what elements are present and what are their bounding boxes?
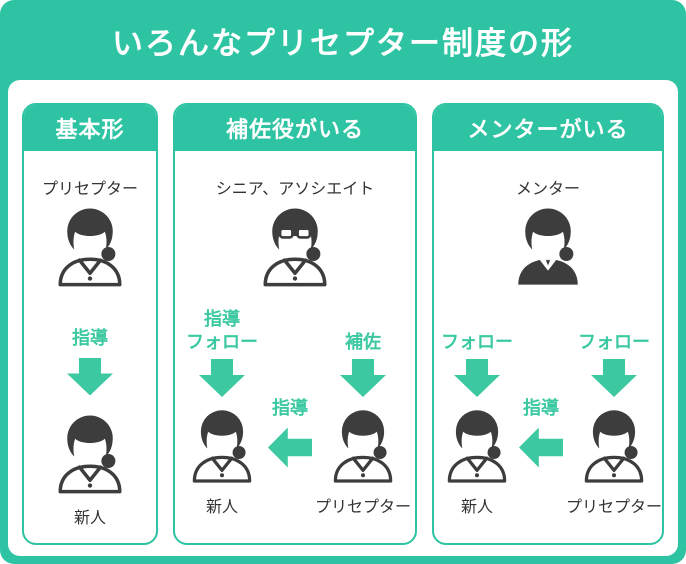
panel-basic-body: プリセプター 指導 新人	[24, 151, 156, 543]
newcomer-label: 新人	[73, 509, 106, 527]
senior-associate-glasses-icon	[253, 205, 337, 289]
panel-assistant-body: シニア、アソシエイト 指導 フォロー 新人 指導	[175, 151, 415, 543]
preceptor-woman-icon	[575, 407, 653, 485]
follow-down-arrow-right-icon	[591, 359, 637, 397]
guidance-left-arrow-icon	[519, 427, 563, 468]
newcomer-label: 新人	[460, 499, 493, 516]
panel-basic-header: 基本形	[24, 105, 156, 151]
guidance-label: 指導	[72, 328, 108, 348]
guidance-label: 指導	[523, 398, 559, 418]
preceptor-label: プリセプター	[314, 499, 411, 516]
preceptor-woman-icon	[324, 407, 402, 485]
newcomer-woman-icon	[438, 407, 516, 485]
preceptor-label: プリセプター	[566, 499, 663, 516]
assist-label: 補佐	[344, 331, 381, 352]
assistant-right-column: 補佐 プリセプター	[315, 305, 411, 517]
assistant-middle-column: 指導	[265, 305, 315, 517]
mentor-right-column: フォロー プリセプター	[566, 305, 662, 517]
assistant-flow-row: 指導 フォロー 新人 指導 補佐	[175, 305, 415, 517]
senior-associate-label: シニア、アソシエイト	[215, 181, 375, 198]
follow-label-right: フォロー	[578, 331, 650, 352]
newcomer-woman-icon	[48, 412, 132, 496]
newcomer-woman-icon	[183, 407, 261, 485]
panel-assistant: 補佐役がいる シニア、アソシエイト 指導 フォロー 新人 指	[173, 103, 417, 545]
panel-mentor-body: メンター フォロー 新人 指導	[434, 151, 662, 543]
assistant-left-column: 指導 フォロー 新人	[179, 305, 265, 517]
panel-mentor-header: メンターがいる	[434, 105, 662, 151]
guidance-label: 指導	[271, 398, 308, 418]
panel-basic: 基本形 プリセプター 指導 新人	[22, 103, 158, 545]
mentor-dark-suit-icon	[506, 205, 590, 289]
mentor-label: メンター	[515, 181, 580, 198]
preceptor-label: プリセプター	[41, 181, 138, 198]
panel-assistant-header: 補佐役がいる	[175, 105, 415, 151]
follow-label-left: フォロー	[441, 331, 513, 352]
mentor-flow-row: フォロー 新人 指導 フォロー	[434, 305, 662, 517]
assist-down-arrow-icon	[339, 359, 386, 397]
newcomer-label: 新人	[205, 499, 238, 516]
guidance-left-arrow-icon	[267, 427, 312, 468]
page-title: いろんなプリセプター制度の形	[112, 25, 574, 61]
panel-mentor: メンターがいる メンター フォロー 新人 指導	[432, 103, 664, 545]
follow-down-arrow-left-icon	[454, 359, 500, 397]
guidance-follow-label: 指導 フォロー	[185, 309, 258, 352]
guidance-down-arrow-icon	[67, 357, 113, 396]
preceptor-woman-icon	[48, 205, 132, 289]
mentor-middle-column: 指導	[516, 305, 566, 517]
guidance-follow-down-arrow-icon	[198, 359, 245, 397]
title-bar: いろんなプリセプター制度の形	[0, 0, 686, 80]
mentor-left-column: フォロー 新人	[438, 305, 516, 517]
content-area: 基本形 プリセプター 指導 新人 補佐役がいる シニア、アソシエイト 指導	[8, 80, 678, 556]
